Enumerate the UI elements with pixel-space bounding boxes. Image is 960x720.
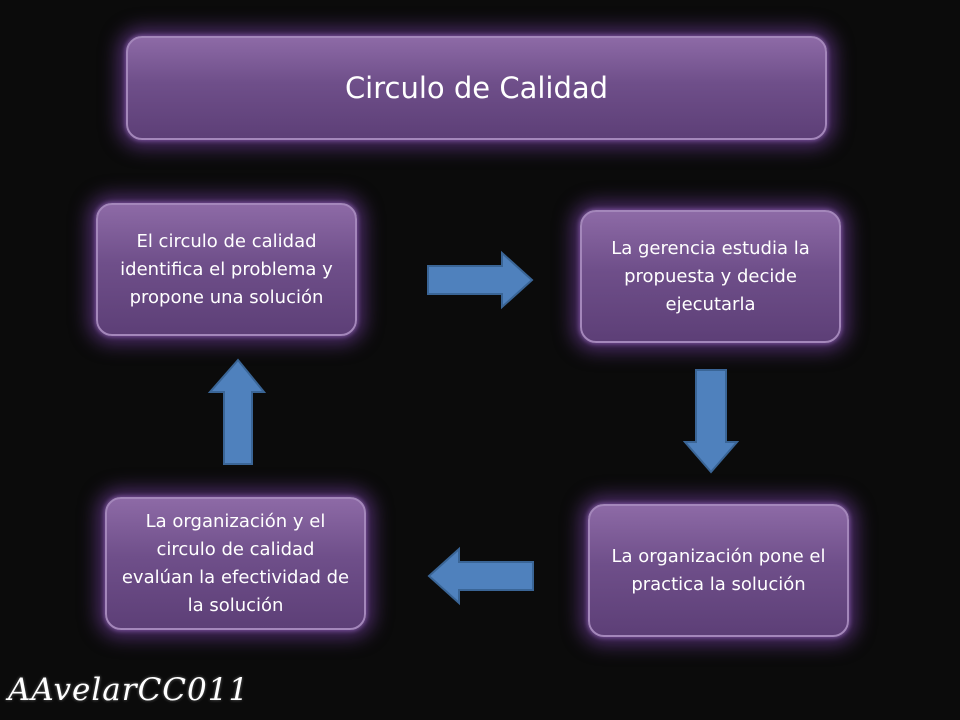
- arrow-left-icon: [427, 546, 534, 606]
- step-organization-implements: La organización pone el practica la solu…: [588, 504, 849, 637]
- author-signature: AAvelarCC011: [8, 672, 250, 708]
- step-management-decides: La gerencia estudia la propuesta y decid…: [580, 210, 841, 343]
- arrow-up-icon: [207, 358, 267, 465]
- arrow-right-icon: [427, 250, 534, 310]
- step-identify-problem: El circulo de calidad identifica el prob…: [96, 203, 357, 336]
- step-evaluate-effectiveness: La organización y el circulo de calidad …: [105, 497, 366, 630]
- diagram-title: Circulo de Calidad: [126, 36, 827, 140]
- arrow-down-icon: [683, 369, 739, 474]
